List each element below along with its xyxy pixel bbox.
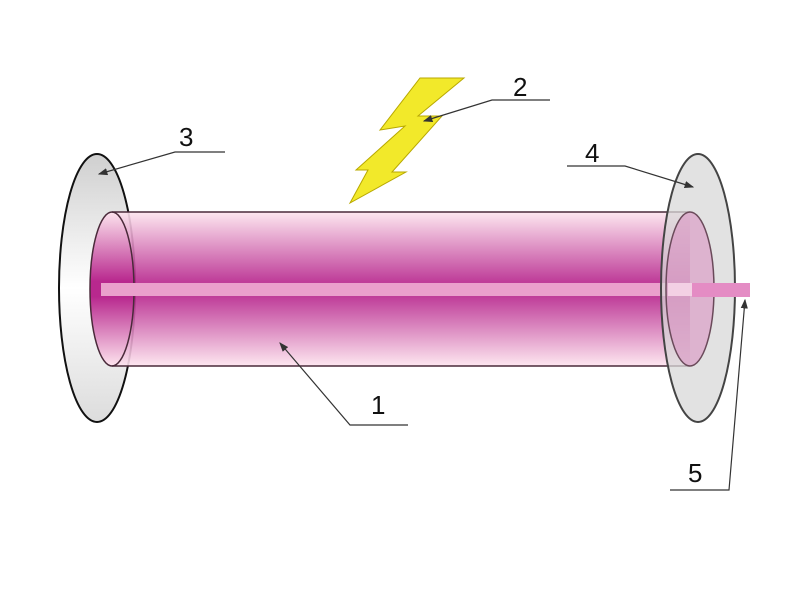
leader-3: [97, 151, 225, 176]
leader-1: [279, 342, 408, 426]
leader-4: [567, 165, 695, 188]
internal-beam: [101, 283, 691, 296]
lightning-bolt-icon: [348, 77, 466, 205]
label-2: 2: [513, 72, 527, 102]
output-beam: [692, 283, 750, 297]
label-3: 3: [179, 122, 193, 152]
label-1: 1: [371, 390, 385, 420]
beam-inside-mirror: [668, 283, 692, 296]
label-4: 4: [585, 138, 599, 168]
leader-2: [422, 99, 550, 122]
label-5: 5: [688, 458, 702, 488]
leader-5: [670, 298, 748, 491]
